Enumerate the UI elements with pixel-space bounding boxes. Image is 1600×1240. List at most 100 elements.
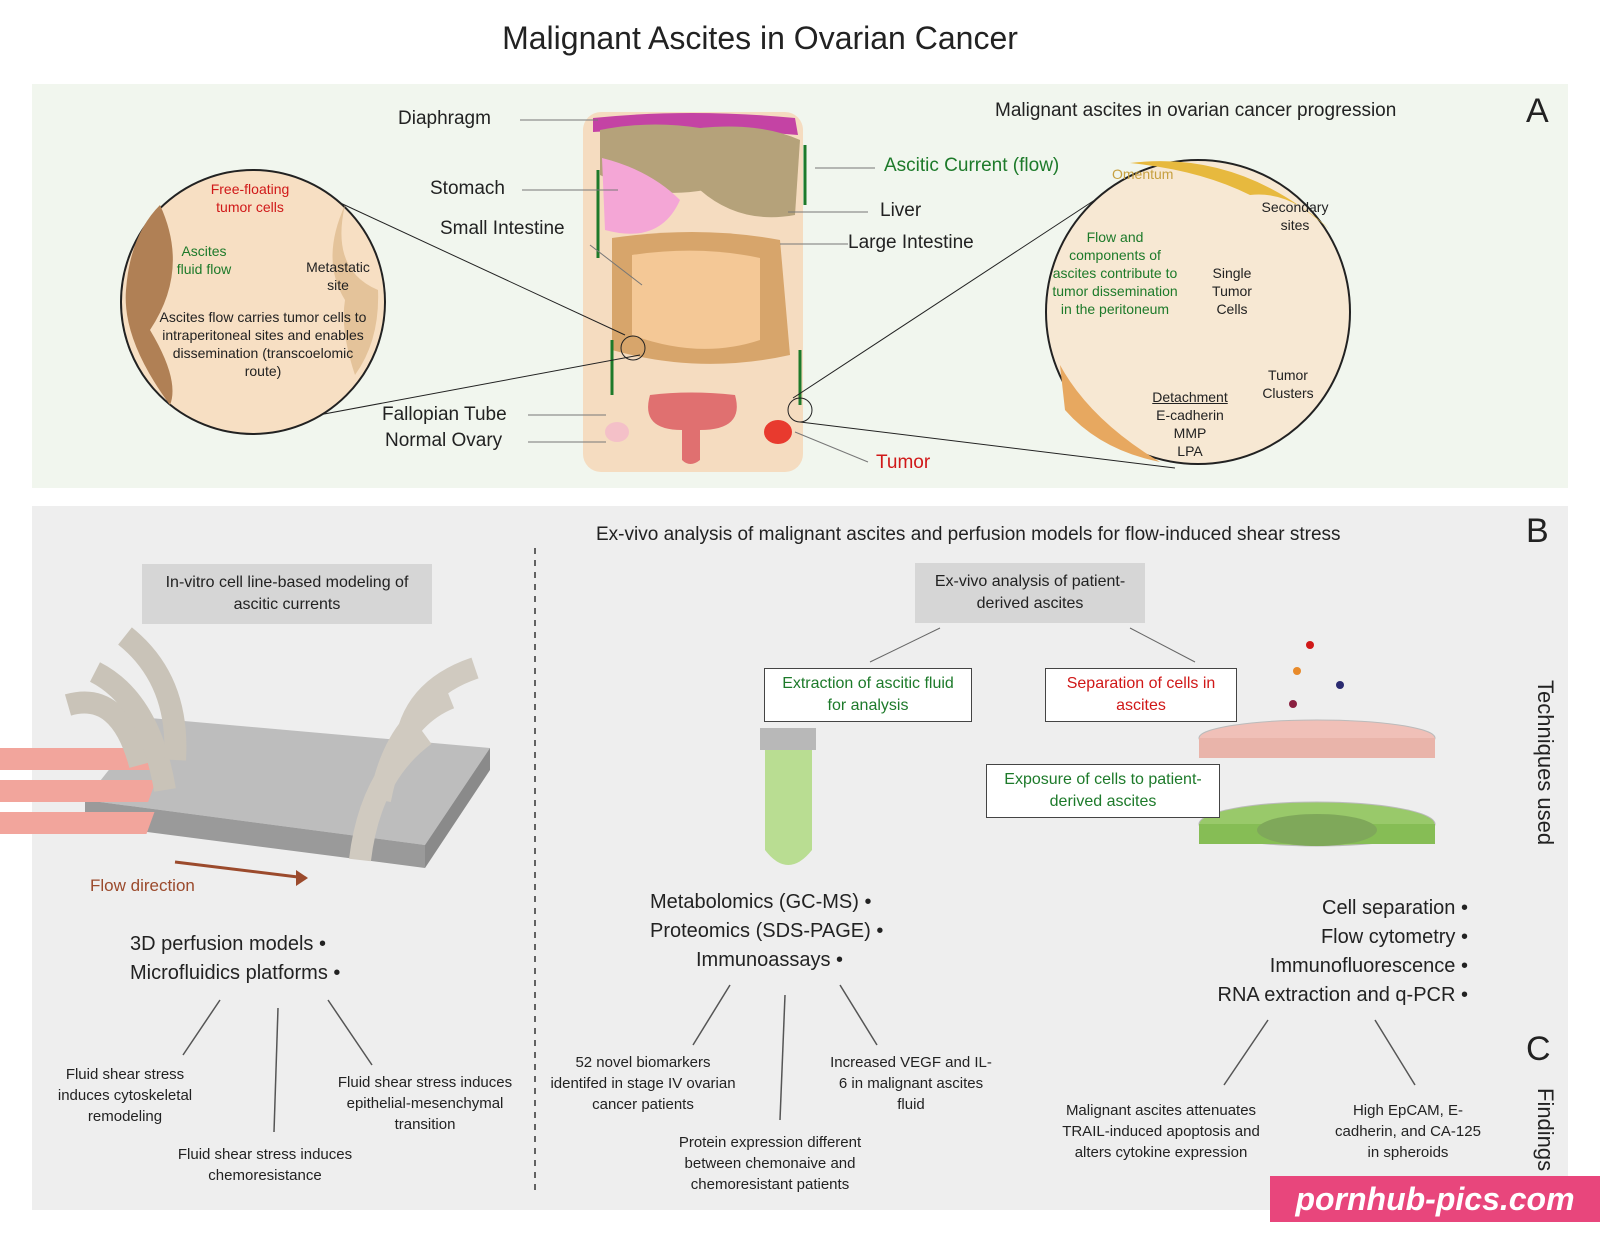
arrow-to-extraction xyxy=(869,627,941,663)
channel-2 xyxy=(0,780,157,802)
arrow-find-2 xyxy=(273,1007,279,1133)
chip-end xyxy=(425,748,490,868)
finding-emt: Fluid shear stress induces epithelial-me… xyxy=(337,1074,513,1133)
leader-tumor xyxy=(794,431,869,463)
label-ascitic-current: Ascitic Current (flow) xyxy=(884,155,1060,176)
tube-6 xyxy=(349,726,432,862)
flow-direction-label: Flow direction xyxy=(90,876,195,895)
arrow-find-1 xyxy=(182,999,221,1056)
leader-small-intestine xyxy=(589,244,643,286)
channel-1 xyxy=(0,748,158,770)
invitro-bullets: 3D perfusion models • Microfluidics plat… xyxy=(130,930,340,988)
watermark: pornhub-pics.com xyxy=(1270,1176,1600,1222)
test-tube-cap xyxy=(760,728,816,750)
panel-b-subtitle: Ex-vivo analysis of malignant ascites an… xyxy=(596,524,1341,545)
right-circle-detachment-heading: Detachment xyxy=(1152,389,1228,405)
detachment-factor-2: MMP xyxy=(1173,425,1207,441)
finding-biomarkers: 52 novel biomarkers identifed in stage I… xyxy=(550,1054,736,1113)
extraction-box: Extraction of ascitic fluid for analysis xyxy=(764,668,972,722)
arrow-find-8 xyxy=(1374,1019,1416,1086)
arrow-find-4 xyxy=(692,984,731,1046)
finding-cytoskeletal: Fluid shear stress induces cytoskeletal … xyxy=(57,1066,193,1125)
extraction-bullet-1: Metabolomics (GC-MS) • xyxy=(650,891,872,913)
peritoneum-shape xyxy=(1060,365,1160,462)
left-circle-description: Ascites flow carries tumor cells to intr… xyxy=(159,309,367,379)
side-label-techniques: Techniques used xyxy=(1533,680,1558,846)
arrow-find-5 xyxy=(779,994,786,1121)
label-diaphragm: Diaphragm xyxy=(398,108,491,129)
panel-b-letter: B xyxy=(1526,512,1549,550)
right-circle-single-cells: Single Tumor Cells xyxy=(1212,265,1252,317)
invitro-bullet-1: 3D perfusion models • xyxy=(130,933,326,955)
extraction-bullets: Metabolomics (GC-MS) • Proteomics (SDS-P… xyxy=(650,888,883,975)
zoom-line-right-top xyxy=(792,189,1111,399)
figure-title: Malignant Ascites in Ovarian Cancer xyxy=(502,20,1018,56)
finding-trail: Malignant ascites attenuates TRAIL-induc… xyxy=(1062,1102,1260,1161)
extraction-bullet-3: Immunoassays • xyxy=(696,949,844,971)
separation-box: Separation of cells in ascites xyxy=(1045,668,1237,722)
liver-right-lobe xyxy=(700,126,800,218)
finding-vegf: Increased VEGF and IL-6 in malignant asc… xyxy=(830,1054,992,1113)
right-circle-omentum: Omentum xyxy=(1112,166,1174,182)
side-label-findings: Findings xyxy=(1533,1088,1558,1172)
label-stomach: Stomach xyxy=(430,178,505,199)
arrow-find-7 xyxy=(1223,1019,1269,1086)
label-fallopian-tube: Fallopian Tube xyxy=(382,404,507,425)
panel-c-letter: C xyxy=(1526,1030,1551,1068)
label-tumor: Tumor xyxy=(876,452,931,473)
cell-dot-3 xyxy=(1336,681,1344,689)
invitro-bullet-2: Microfluidics platforms • xyxy=(130,962,341,984)
panel-a-letter: A xyxy=(1526,92,1549,130)
left-circle-tissue xyxy=(125,205,173,405)
label-liver: Liver xyxy=(880,200,922,221)
separation-bullet-1: Cell separation • xyxy=(1322,897,1468,919)
arrow-find-3 xyxy=(327,999,373,1066)
left-magnifier-circle xyxy=(120,169,386,435)
separation-bullet-3: Immunofluorescence • xyxy=(1269,955,1468,977)
stomach-shape xyxy=(602,158,680,234)
cell-dot-4 xyxy=(1289,700,1297,708)
spheroid-cluster xyxy=(1257,814,1377,846)
small-intestine-shape xyxy=(632,250,760,349)
label-small-intestine: Small Intestine xyxy=(440,218,565,239)
tumor-ovary-shape xyxy=(764,420,792,444)
separation-bullets: Cell separation • Flow cytometry • Immun… xyxy=(1178,894,1468,1010)
exposure-box: Exposure of cells to patient-derived asc… xyxy=(986,764,1220,818)
chip-side xyxy=(85,800,425,868)
tube-2 xyxy=(89,662,176,792)
finding-chemoresistance: Fluid shear stress induces chemoresistan… xyxy=(177,1146,353,1184)
left-circle-free-floating: Free-floating tumor cells xyxy=(210,181,290,215)
normal-ovary-shape xyxy=(605,422,629,442)
flow-direction-head xyxy=(296,870,308,886)
zoom-ring-right xyxy=(787,397,813,423)
detachment-factor-1: E-cadherin xyxy=(1156,407,1224,423)
separation-bullet-4: RNA extraction and q-PCR • xyxy=(1217,984,1468,1006)
left-circle-fluid-flow: Ascites fluid flow xyxy=(176,243,232,277)
right-circle-clusters: Tumor Clusters xyxy=(1262,367,1314,401)
arrow-find-6 xyxy=(839,984,878,1046)
zoom-line-left-top xyxy=(307,187,626,336)
petri-dish-top-wall xyxy=(1199,738,1435,758)
right-circle-flow-components: Flow and components of ascites contribut… xyxy=(1052,229,1178,317)
arrow-to-separation xyxy=(1129,627,1196,663)
zoom-line-left-bottom xyxy=(291,354,641,421)
left-circle-tissue-right xyxy=(332,205,379,375)
zoom-ring-left xyxy=(620,335,646,361)
exvivo-box: Ex-vivo analysis of patient-derived asci… xyxy=(915,563,1145,623)
extraction-bullet-2: Proteomics (SDS-PAGE) • xyxy=(650,920,884,942)
channel-3 xyxy=(0,812,155,834)
cell-dot-1 xyxy=(1306,641,1314,649)
panel-a-subtitle: Malignant ascites in ovarian cancer prog… xyxy=(995,100,1397,121)
label-large-intestine: Large Intestine xyxy=(848,232,974,253)
detachment-factor-3: LPA xyxy=(1177,443,1203,459)
zoom-line-right-bottom xyxy=(799,421,1176,469)
invitro-box: In-vitro cell line-based modeling of asc… xyxy=(142,564,432,624)
cell-dot-2 xyxy=(1293,667,1301,675)
tube-3 xyxy=(117,627,187,761)
right-magnifier-circle xyxy=(1045,159,1351,465)
separation-bullet-2: Flow cytometry • xyxy=(1320,926,1468,948)
test-tube-body xyxy=(765,750,812,865)
right-circle-secondary-sites: Secondary sites xyxy=(1261,199,1329,233)
